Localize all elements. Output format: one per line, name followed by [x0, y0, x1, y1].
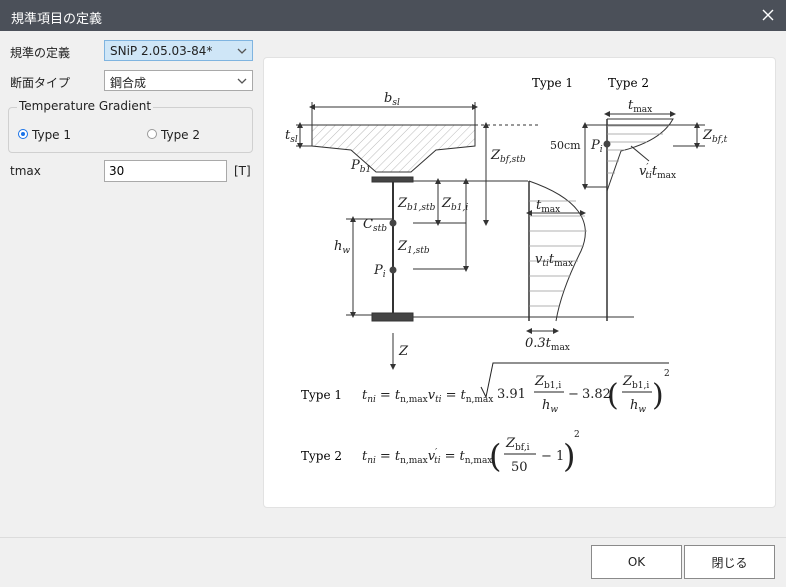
svg-text:3.82: 3.82: [582, 387, 611, 402]
window-title: 規準項目の定義: [11, 12, 103, 27]
label-vpti: v′titmax: [639, 163, 676, 181]
label-tmax2: tmax: [628, 98, 652, 115]
label-pb1: Pb1: [350, 158, 371, 175]
radio-unselected-icon: [147, 129, 157, 139]
svg-text:2: 2: [664, 369, 670, 379]
label-zb1stb: Zb1,stb: [397, 196, 436, 213]
formula1-label: Type 1: [301, 388, 342, 402]
title-bar: 規準項目の定義: [0, 0, 786, 31]
radio-type-1-label: Type 1: [32, 128, 72, 142]
tmax-unit: [T]: [234, 164, 251, 178]
svg-text:3.91: 3.91: [497, 387, 526, 402]
label-50cm: 50cm: [550, 139, 581, 152]
radio-selected-icon: [18, 129, 28, 139]
label-tsl: tsl: [285, 128, 298, 145]
formula2: tni=tn,maxv′ti=tn,max ( Zbf,i 50 − 1 ) 2: [362, 430, 580, 475]
section-type-dropdown[interactable]: 鋼合成: [104, 70, 253, 91]
label-tmax1: tmax: [536, 198, 560, 215]
ok-button[interactable]: OK: [591, 545, 682, 579]
label-zbft: Zbf,t: [702, 128, 728, 145]
tmax-label: tmax: [10, 164, 41, 178]
svg-text:Zb1,i: Zb1,i: [534, 374, 561, 391]
close-icon[interactable]: [760, 6, 776, 24]
diagram-panel: Type 1 Type 2 bsl tsl Pb1 Zbf,stb Zb1,st…: [263, 57, 776, 508]
chevron-down-icon: [237, 78, 247, 84]
svg-text:−: −: [568, 387, 579, 402]
label-vti-tmax: vtitmax: [535, 252, 573, 269]
label-cstb: Cstb: [363, 217, 387, 234]
label-pi2: Pi: [590, 138, 603, 155]
svg-text:(: (: [607, 378, 619, 413]
svg-text:2: 2: [574, 430, 580, 440]
svg-text:): ): [652, 378, 664, 413]
svg-text:Zb1,i: Zb1,i: [622, 374, 649, 391]
chevron-down-icon: [237, 48, 247, 54]
label-z1stb: Z1,stb: [397, 239, 430, 256]
svg-text:50: 50: [511, 460, 528, 475]
temperature-gradient-title: Temperature Gradient: [17, 99, 154, 113]
label-zb1i: Zb1,i: [441, 196, 468, 213]
type1-heading: Type 1: [532, 76, 573, 90]
label-zbfstb: Zbf,stb: [490, 148, 526, 165]
svg-text:Zbf,i: Zbf,i: [505, 436, 530, 453]
svg-text:hw: hw: [542, 398, 558, 415]
svg-text:hw: hw: [630, 398, 646, 415]
formula2-label: Type 2: [301, 449, 342, 463]
tmax-input[interactable]: [104, 160, 227, 182]
label-bsl: bsl: [384, 91, 400, 108]
label-03tmax: 0.3tmax: [525, 336, 570, 353]
svg-text:): ): [563, 437, 575, 475]
label-hw: hw: [334, 239, 350, 256]
standard-value: SNiP 2.05.03-84*: [110, 44, 213, 58]
standard-dropdown[interactable]: SNiP 2.05.03-84*: [104, 40, 253, 61]
svg-text:− 1: − 1: [541, 449, 564, 464]
section-type-label: 断面タイプ: [10, 76, 71, 90]
standard-label: 規準の定義: [10, 46, 71, 60]
svg-text:tni=tn,maxv′ti=tn,max: tni=tn,maxv′ti=tn,max: [362, 448, 492, 466]
section-type-value: 鋼合成: [110, 76, 147, 90]
footer-divider: [0, 537, 786, 538]
label-z-axis: Z: [398, 344, 409, 359]
formula1: tni=tn,maxvti=tn,max 3.91 Zb1,i hw − 3.8…: [362, 362, 670, 415]
label-pi: Pi: [373, 263, 386, 280]
type2-heading: Type 2: [608, 76, 649, 90]
radio-type-2-label: Type 2: [161, 128, 201, 142]
svg-text:(: (: [489, 437, 501, 475]
close-button[interactable]: 閉じる: [684, 545, 775, 579]
svg-text:tni=tn,maxvti=tn,max: tni=tn,maxvti=tn,max: [362, 388, 493, 405]
temperature-gradient-diagram: Type 1 Type 2 bsl tsl Pb1 Zbf,stb Zb1,st…: [285, 76, 728, 475]
